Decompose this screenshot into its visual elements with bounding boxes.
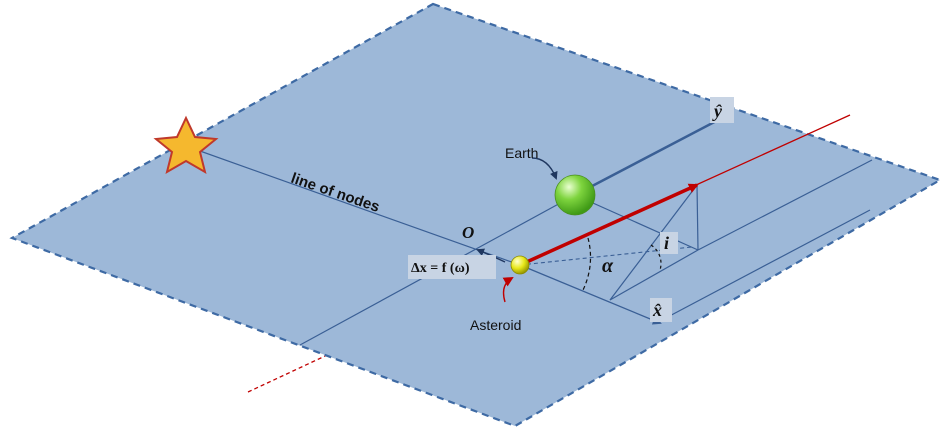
triangle-base-line: [609, 249, 699, 301]
plane-line-right-2: [661, 209, 871, 321]
asteroid-sphere: [510, 255, 530, 275]
y-axis-label-box: [710, 97, 734, 123]
x-axis-line: [519, 264, 662, 325]
star-icon: [153, 115, 219, 175]
delta-x-label: Δx = f (ω): [411, 261, 470, 276]
plane-line-right-1: [697, 159, 873, 251]
delta-x-label-box: [408, 255, 496, 279]
projection-dashed-line: [519, 246, 693, 266]
earth-label: Earth: [505, 145, 538, 161]
x-axis-label-box: [650, 298, 672, 322]
earth-pointer: [531, 157, 558, 180]
inclination-label-box: [660, 232, 678, 254]
alpha-label: α: [602, 255, 614, 277]
x-axis-label: x̂: [652, 300, 662, 320]
reference-plane: [9, 2, 943, 428]
velocity-vector: [519, 183, 699, 267]
asteroid-label: Asteroid: [470, 317, 521, 333]
line-of-nodes: [185, 145, 521, 266]
inclination-angle-arc: [650, 244, 662, 271]
asteroid-pointer: [502, 276, 514, 303]
triangle-diagonal-line: [609, 184, 698, 301]
vertical-drop-line: [696, 184, 699, 251]
inclination-label: i: [664, 233, 669, 253]
origin-label: O: [462, 223, 474, 242]
y-axis-label: ŷ: [712, 101, 723, 121]
y-axis-line: [574, 116, 723, 197]
earth-sphere: [554, 174, 596, 216]
